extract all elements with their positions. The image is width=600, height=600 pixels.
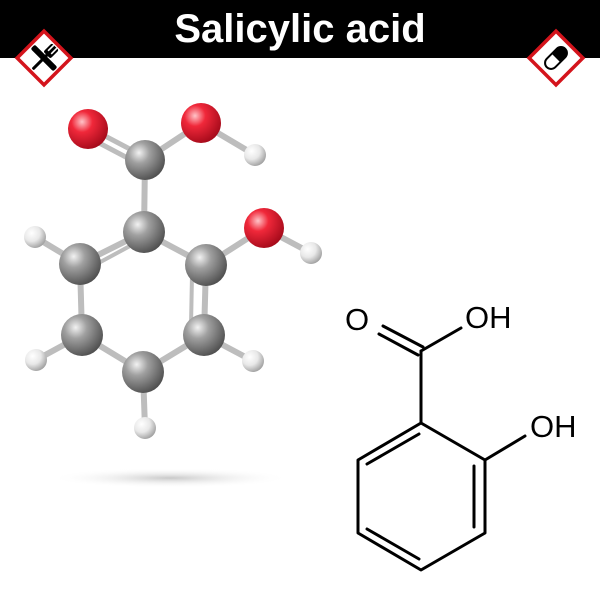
hydrogen-atom-ring-d [242, 350, 264, 372]
carbon-atom-carboxyl [125, 140, 165, 180]
oxygen-atom-phenol [244, 208, 284, 248]
hydrogen-atom-ring-b [25, 349, 47, 371]
carbon-atom-ring-1 [123, 211, 165, 253]
medicine-pill-icon [526, 28, 586, 88]
food-fork-knife-icon [14, 28, 74, 88]
formula-bond-c-o-a [381, 324, 425, 349]
title-bar [0, 0, 600, 58]
bond-ring-inner-c [93, 341, 133, 366]
carbon-atom-ring-2 [185, 244, 227, 286]
structural-formula [356, 324, 527, 572]
carbon-atom-ring-5 [61, 314, 103, 356]
model-shadow [50, 468, 290, 488]
formula-ring [356, 421, 487, 572]
bond-ring-inner-b [189, 273, 194, 328]
formula-label-carbonyl-o: O [345, 302, 369, 337]
hydrogen-atom-ring-a [24, 226, 46, 248]
carbon-atom-ring-6 [59, 243, 101, 285]
hydrogen-atom-carboxyl [244, 144, 266, 166]
oxygen-atom-hydroxyl [181, 103, 221, 143]
hydrogen-atom-ring-c [134, 417, 156, 439]
formula-label-carboxyl-oh: OH [465, 300, 512, 335]
oxygen-atom-carbonyl [68, 109, 108, 149]
formula-bond-c-ohphenol [483, 434, 527, 462]
page-title: Salicylic acid [174, 7, 426, 51]
model-atoms [24, 103, 322, 439]
hydrogen-atom-phenol [300, 242, 322, 264]
formula-label-phenol-oh: OH [530, 409, 577, 444]
carbon-atom-ring-3 [183, 314, 225, 356]
formula-ring-inner-c [365, 527, 421, 561]
carbon-atom-ring-4 [122, 351, 164, 393]
formula-ring-inner-a [365, 432, 421, 466]
formula-bond-c-o-b [377, 332, 420, 357]
formula-bond-c-oh [419, 326, 463, 353]
